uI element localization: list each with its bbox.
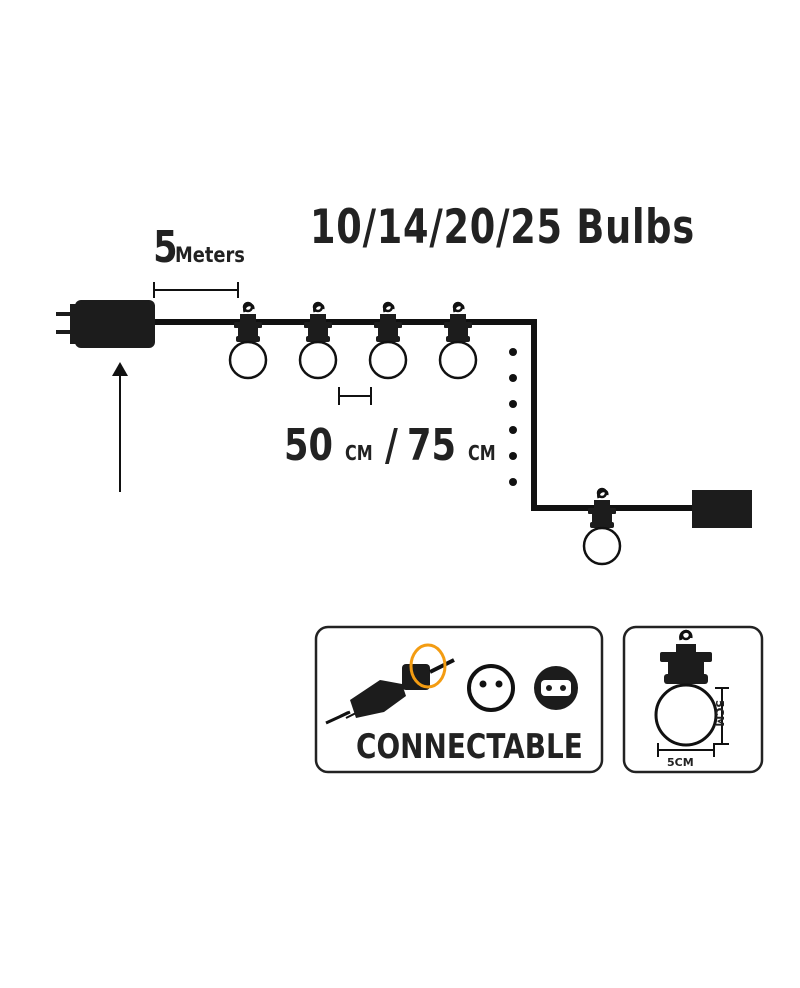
bulb-icon (582, 487, 622, 566)
bulb-width-marker (657, 743, 715, 757)
bulb-icon (368, 301, 408, 380)
bulb-icon (228, 301, 268, 380)
socket-face-icon (467, 664, 515, 712)
cable-length-label: 5Meters (150, 222, 257, 273)
plug-face-icon (534, 666, 578, 710)
spacing-separator: / (385, 420, 399, 471)
spacing-b-unit: CM (468, 441, 496, 465)
title: 10/14/20/25 Bulbs (310, 200, 695, 255)
bulb-size-icon (654, 629, 718, 747)
bulb-height-marker (715, 687, 729, 745)
connector-icon (325, 643, 455, 725)
connectable-panel (314, 625, 604, 774)
bulb-spacing-label: 50 CM / 75 CM (284, 420, 503, 471)
spacing-b-value: 75 (407, 420, 457, 471)
arrow-up-icon (112, 362, 128, 492)
plug-icon (56, 300, 155, 348)
bulb-icon (438, 301, 478, 380)
spacing-a-unit: CM (345, 441, 373, 465)
bulb-size-panel (622, 625, 764, 774)
bulb-spacing-marker (338, 387, 372, 405)
bulb-height-label: 5CM (713, 700, 726, 727)
connectable-label: CONNECTABLE (356, 727, 583, 767)
bulb-icon (298, 301, 338, 380)
connector-ring-highlight (409, 643, 447, 689)
continuation-dots (509, 348, 517, 486)
cable-line (155, 319, 700, 511)
bulb-width-label: 5CM (667, 756, 694, 769)
cable-length-marker (153, 282, 239, 298)
end-socket-icon (692, 490, 752, 528)
spacing-a-value: 50 (284, 420, 333, 471)
cable-length-value: 5 (153, 222, 178, 273)
cable-length-unit: Meters (174, 243, 245, 267)
